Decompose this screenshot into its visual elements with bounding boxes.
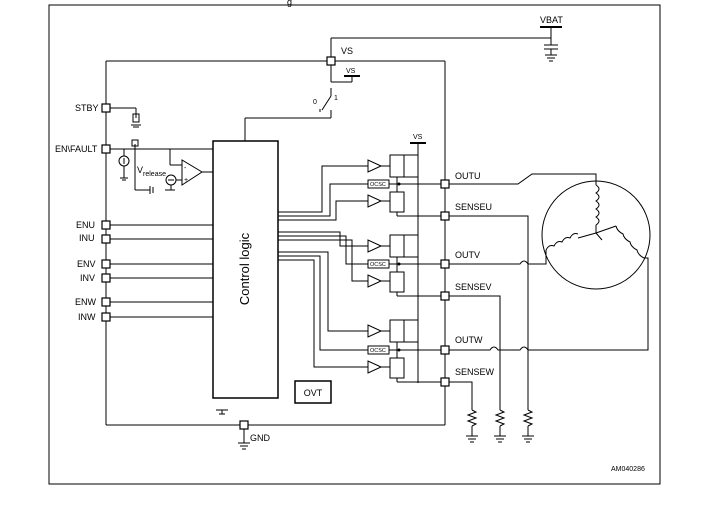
figure-id: AM040286 xyxy=(611,466,645,473)
comparator xyxy=(181,159,203,186)
outu-label: OUTU xyxy=(455,171,481,181)
inu-label: INU xyxy=(79,233,95,243)
control-logic-label: Control logic xyxy=(237,232,252,305)
en-fault-pin xyxy=(101,144,111,154)
control-logic-block: Control logic xyxy=(212,140,279,399)
vs-pin xyxy=(326,56,336,66)
sense-resistor-w xyxy=(449,381,478,443)
vrelease-comparator: Vrelease - + xyxy=(137,159,213,191)
stby-pin-group: STBY xyxy=(75,103,141,128)
outw-label: OUTW xyxy=(455,335,483,345)
env-label: ENV xyxy=(77,259,96,269)
figure-frame xyxy=(48,4,661,485)
vbat-supply: VBAT xyxy=(330,15,563,62)
enw-pin xyxy=(101,297,111,307)
ovt-block: OVT xyxy=(294,380,332,404)
outw-pin xyxy=(440,345,450,355)
motor-housing xyxy=(541,180,651,290)
senseu-pin xyxy=(440,211,450,221)
sensew-label: SENSEW xyxy=(455,367,495,377)
senseu-label: SENSEU xyxy=(455,202,492,212)
inv-label: INV xyxy=(80,273,95,283)
en-fault-pin-group: EN\FAULT xyxy=(55,139,213,194)
vrelease-label: Vrelease xyxy=(137,165,166,178)
inu-pin xyxy=(101,234,111,244)
vs-tap: VS xyxy=(330,65,360,83)
switch-pos0: 0 xyxy=(313,99,317,106)
env-pin xyxy=(101,259,111,269)
ocsc-v-label: OCSC xyxy=(370,262,386,268)
stby-switch: 0 1 xyxy=(244,88,338,141)
sensev-pin xyxy=(440,291,450,301)
sensev-label: SENSEV xyxy=(455,282,492,292)
inw-label: INW xyxy=(78,312,96,322)
gnd-label: GND xyxy=(250,433,271,443)
stby-label: STBY xyxy=(75,103,99,113)
gnd-group: GND xyxy=(216,409,271,450)
vs-tap-label: VS xyxy=(346,68,356,75)
switch-pos1: 1 xyxy=(334,95,338,102)
phase-u-bridge: OCSC xyxy=(278,154,441,221)
gnd-pin xyxy=(239,420,249,430)
enu-label: ENU xyxy=(76,220,95,230)
outv-label: OUTV xyxy=(455,250,480,260)
title-fragment: g xyxy=(287,0,292,7)
phase-v-inputs: ENV INV xyxy=(77,259,213,283)
stby-pin xyxy=(101,103,111,113)
driver-vs: VS xyxy=(410,134,426,383)
enu-pin xyxy=(101,220,111,230)
svg-text:-: - xyxy=(184,165,187,172)
vs-label: VS xyxy=(341,46,353,56)
outu-pin xyxy=(440,179,450,189)
enw-label: ENW xyxy=(75,297,97,307)
en-fault-label: EN\FAULT xyxy=(55,144,98,154)
phase-w-bridge: OCSC xyxy=(278,251,441,383)
inv-pin xyxy=(101,273,111,283)
sensew-pin xyxy=(440,377,450,387)
sense-resistor-v xyxy=(449,295,506,443)
vbat-label: VBAT xyxy=(540,15,563,25)
ocsc-u-label: OCSC xyxy=(370,182,386,188)
phase-w-inputs: ENW INW xyxy=(75,297,213,322)
outv-pin xyxy=(440,259,450,269)
phase-v-bridge: OCSC xyxy=(278,231,441,297)
ocsc-w-label: OCSC xyxy=(370,348,386,354)
svg-text:+: + xyxy=(184,177,188,184)
motor xyxy=(449,173,651,351)
inw-pin xyxy=(101,312,111,322)
phase-u-inputs: ENU INU xyxy=(76,220,213,244)
driver-vs-label: VS xyxy=(413,134,423,141)
ovt-label: OVT xyxy=(304,388,323,398)
sense-resistor-u xyxy=(449,215,534,443)
